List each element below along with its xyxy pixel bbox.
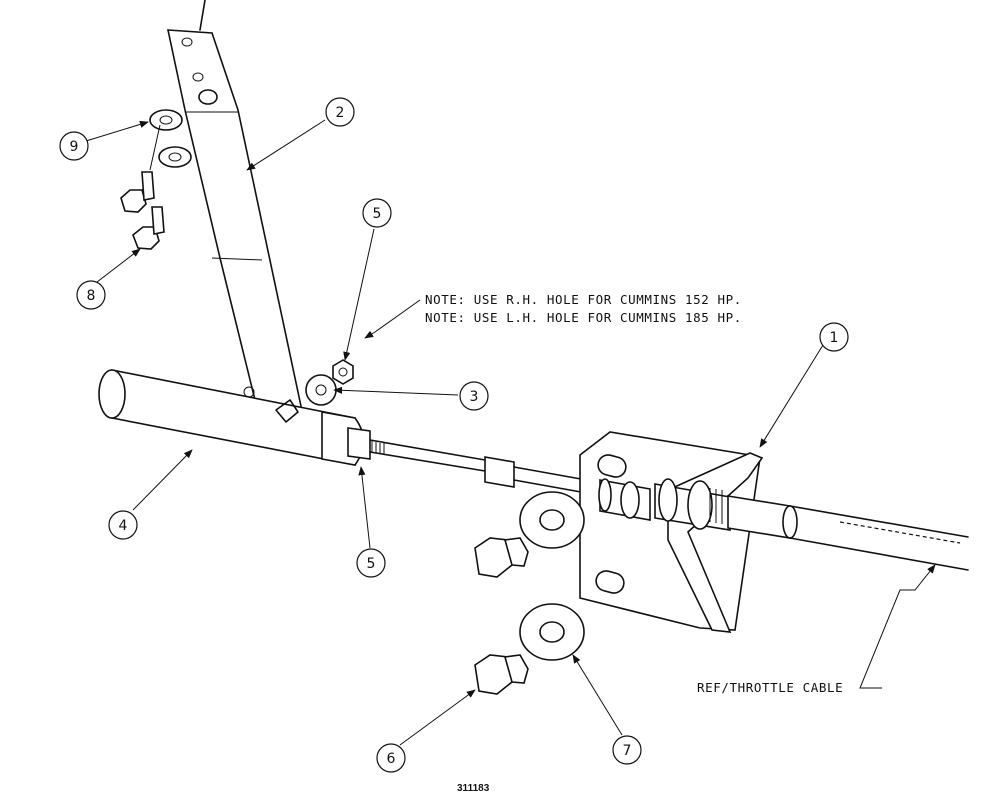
callout-2: 2 <box>325 97 355 127</box>
callout-7: 7 <box>612 735 642 765</box>
mounting-bracket <box>579 431 764 633</box>
threaded-rod <box>369 439 621 500</box>
cable-fitting <box>598 478 798 539</box>
throttle-cable <box>789 505 969 571</box>
callout-3: 3 <box>459 381 489 411</box>
svg-text:1: 1 <box>830 330 839 346</box>
callout-5-upper: 5 <box>362 198 392 228</box>
reference-label: REF/THROTTLE CABLE <box>697 680 843 695</box>
bracket-lower-washer <box>519 603 585 661</box>
svg-text:5: 5 <box>373 206 382 222</box>
svg-text:8: 8 <box>87 288 96 304</box>
svg-text:5: 5 <box>367 556 376 572</box>
lever-washers <box>149 109 192 171</box>
shaft-tube <box>98 369 371 466</box>
svg-text:2: 2 <box>336 105 345 121</box>
callout-9: 9 <box>59 131 89 161</box>
lever-bolts <box>120 171 165 250</box>
lever-nut-washer <box>305 359 354 406</box>
callout-8: 8 <box>76 280 106 310</box>
leader-lines <box>85 119 936 746</box>
callout-5-lower: 5 <box>356 548 386 578</box>
callout-4: 4 <box>108 510 138 540</box>
svg-text:7: 7 <box>623 743 632 759</box>
figure-number: 311183 <box>457 783 490 794</box>
svg-text:3: 3 <box>470 389 479 405</box>
bracket-lower-bolt <box>474 654 529 695</box>
svg-text:6: 6 <box>387 751 396 767</box>
svg-text:4: 4 <box>119 518 128 534</box>
bracket-upper-washer <box>519 491 585 549</box>
lever-arm <box>166 0 306 449</box>
svg-text:9: 9 <box>70 139 79 155</box>
callout-6: 6 <box>376 743 406 773</box>
callout-1: 1 <box>819 322 849 352</box>
note-rh-hole: NOTE: USE R.H. HOLE FOR CUMMINS 152 HP. <box>425 292 742 307</box>
bracket-upper-bolt <box>474 537 529 578</box>
note-lh-hole: NOTE: USE L.H. HOLE FOR CUMMINS 185 HP. <box>425 310 742 325</box>
